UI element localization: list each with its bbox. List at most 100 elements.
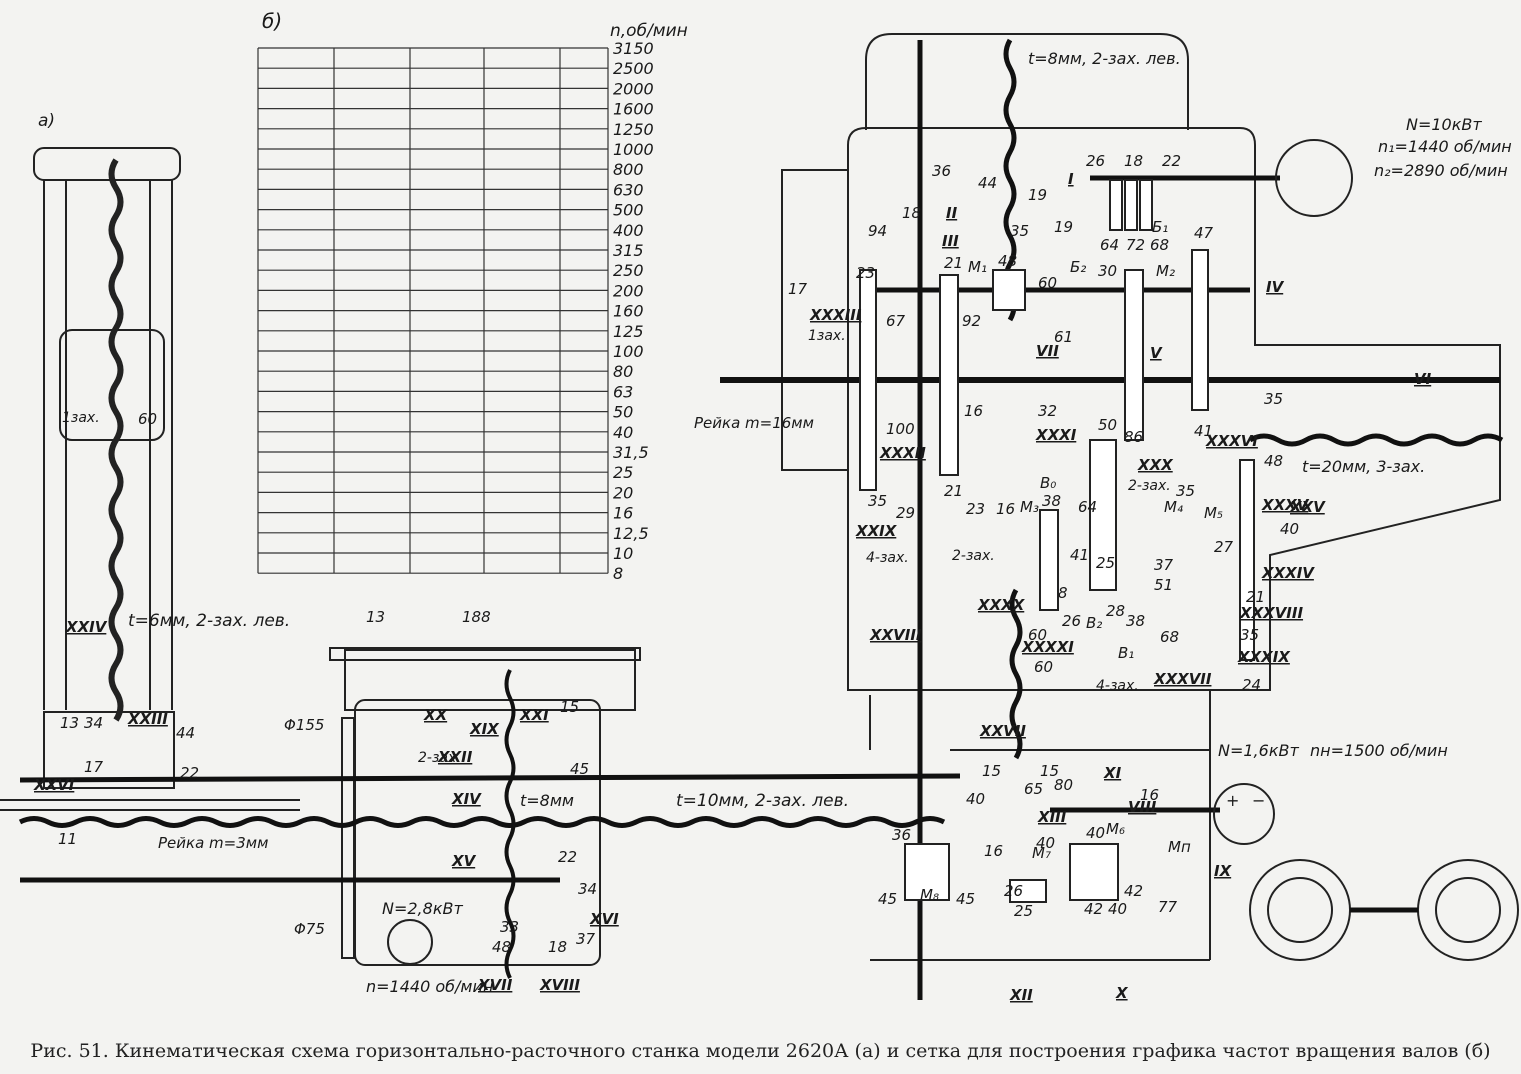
speed-label: 12,5 xyxy=(613,524,649,543)
gear-blocks xyxy=(859,179,1255,661)
shaft-label: XXXIX xyxy=(1237,648,1291,666)
table-vertical-screw xyxy=(504,669,516,979)
gear-tooth-number: 27 xyxy=(1214,538,1234,556)
gear-tooth-number: 30 xyxy=(1098,262,1117,280)
gear-tooth-number: 21 xyxy=(944,254,963,272)
feed-motor-power: N=2,8кВт xyxy=(382,899,463,918)
headstock-body xyxy=(781,33,1501,961)
gear-tooth-number: 41 xyxy=(1070,546,1089,564)
gear-tooth-number: 61 xyxy=(1054,328,1073,346)
speed-label: 500 xyxy=(613,201,644,220)
shaft-label: XXXIII xyxy=(809,306,862,324)
gear-tooth-number: 34 xyxy=(578,880,597,898)
gear-tooth-number: 41 xyxy=(1194,422,1213,440)
shaft-label: IX xyxy=(1214,862,1233,880)
shaft-label: XXX xyxy=(1137,456,1174,474)
thread-note-4z-a: 4-зах. xyxy=(866,550,909,566)
speed-grid xyxy=(257,47,609,574)
gear-tooth-number: 100 xyxy=(886,420,915,438)
shaft-labels: IIIIIIIVVVIVIIVIIIIXXXIXIIXIIIXIVXVXVIXV… xyxy=(33,170,1432,1004)
gear-tooth-number: 23 xyxy=(856,264,875,282)
gear-tooth-number: 68 xyxy=(1160,628,1179,646)
shaft-label: III xyxy=(942,232,959,250)
gear-tooth-number: 18 xyxy=(1124,152,1143,170)
coupling-label: Б₂ xyxy=(1070,258,1086,276)
speed-label: 200 xyxy=(613,281,644,300)
gear-tooth-number: 37 xyxy=(1154,556,1174,574)
shaft-label: XXII xyxy=(437,748,473,766)
speed-label: 80 xyxy=(613,362,633,381)
speed-label: 1000 xyxy=(613,140,654,159)
right-lead-screw xyxy=(1248,433,1504,447)
gear-tooth-number: 45 xyxy=(878,890,897,908)
gear-tooth-number: 44 xyxy=(978,174,997,192)
gear-tooth-number: 92 xyxy=(962,312,981,330)
gear-tooth-number: 32 xyxy=(1038,402,1057,420)
gear-tooth-number: 60 xyxy=(1028,626,1047,644)
gear-tooth-number: 26 xyxy=(1062,612,1081,630)
speed-label: 400 xyxy=(613,221,644,240)
coupling-label: M₆ xyxy=(1106,820,1125,838)
gear-tooth-number: 35 xyxy=(868,492,887,510)
shaft-label: VIII xyxy=(1128,798,1157,816)
speed-label: 125 xyxy=(613,322,644,341)
gear-tooth-number: 16 xyxy=(996,500,1015,518)
column-lead-screw xyxy=(108,158,124,722)
shaft-label: XX xyxy=(423,706,449,724)
gear-tooth-number: 47 xyxy=(1194,224,1214,242)
gear-tooth-number: 48 xyxy=(492,938,511,956)
shaft-label: IV xyxy=(1266,278,1285,296)
panel-label-b: б) xyxy=(262,9,282,33)
shaft-label: XVI xyxy=(589,910,619,928)
gear-tooth-number: 40 xyxy=(1108,900,1127,918)
shaft-label: VII xyxy=(1036,342,1059,360)
thread-note-2z-b: 2-зах. xyxy=(1128,478,1171,494)
coupling-label: M₄ xyxy=(1164,498,1183,516)
gear-tooth-number: 48 xyxy=(1264,452,1283,470)
gear-tooth-number: 22 xyxy=(558,848,577,866)
dia-155-label: Φ155 xyxy=(284,716,324,734)
gear-tooth-number: 72 xyxy=(1126,236,1145,254)
shaft-label: XXVII xyxy=(979,722,1026,740)
shaft-label: XXXVI xyxy=(1205,432,1258,450)
grid-unit-label: n,об/мин xyxy=(610,21,688,41)
column-rack-label: Рейка m=3мм xyxy=(158,834,268,852)
lower-vertical-screw xyxy=(1009,588,1023,760)
gear-tooth-number: 38 xyxy=(1126,612,1145,630)
shaft-label: XIX xyxy=(469,720,500,738)
gear-tooth-number: 19 xyxy=(1054,218,1073,236)
gear-tooth-number: 40 xyxy=(966,790,985,808)
kinematic-scheme: б) n,об/мин 3150250020001600125010008006… xyxy=(0,9,1519,1004)
gear-tooth-number: 67 xyxy=(886,312,906,330)
gear-tooth-number: 26 xyxy=(1004,882,1023,900)
gear-tooth-number: 33 xyxy=(500,918,519,936)
gear-tooth-number: 40 xyxy=(1280,520,1299,538)
long-screw-label: t=10мм, 2-зах. лев. xyxy=(676,791,849,811)
gear-tooth-number: 11 xyxy=(58,830,77,848)
mid-screw-label: t=8мм xyxy=(520,791,574,810)
shaft-label: XXXVII xyxy=(1153,670,1212,688)
main-motor xyxy=(1275,139,1353,217)
gear-tooth-number: 50 xyxy=(1098,416,1117,434)
speed-label: 1600 xyxy=(613,100,654,119)
column xyxy=(0,147,300,811)
gear-tooth-number: 188 xyxy=(462,608,491,626)
shaft-label: XXIX xyxy=(855,522,898,540)
coupling-label: M₃ xyxy=(1020,498,1039,516)
gear-tooth-number: 8 xyxy=(1058,584,1068,602)
gear-tooth-number: 13 xyxy=(366,608,385,626)
rapid-motor-power: N=1,6кВт xyxy=(1218,741,1299,760)
shaft-label: XXV xyxy=(1289,498,1326,516)
gear-tooth-number: 28 xyxy=(1106,602,1125,620)
motor-circle-left-inner xyxy=(1267,877,1333,943)
coupling-label: M₂ xyxy=(1156,262,1175,280)
shaft-label: XXXXI xyxy=(1021,638,1074,656)
gear-tooth-number: 18 xyxy=(548,938,567,956)
gear-tooth-number: 60 xyxy=(138,410,157,428)
gear-tooth-number: 51 xyxy=(1154,576,1173,594)
speed-label: 8 xyxy=(613,564,623,583)
gear-tooth-number: 22 xyxy=(180,764,199,782)
coupling-label: Б₁ xyxy=(1152,218,1168,236)
